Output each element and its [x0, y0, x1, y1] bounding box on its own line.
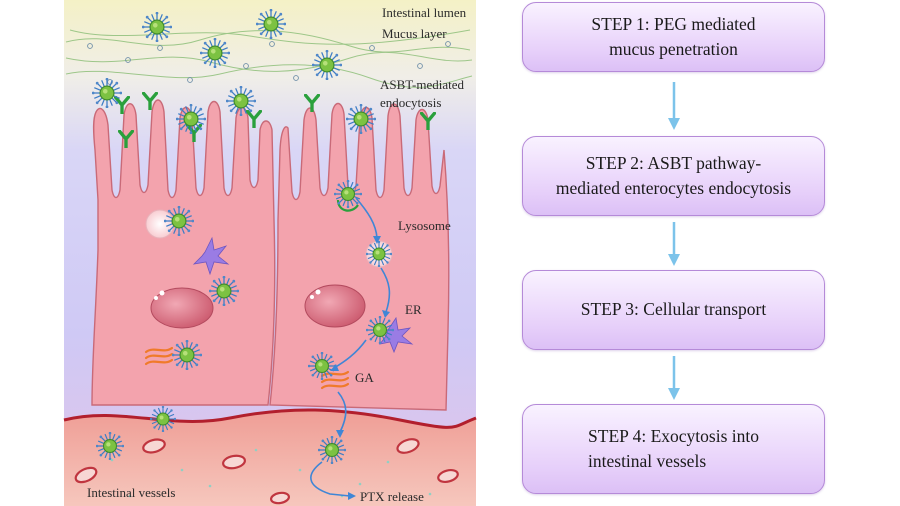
step-2-line2: mediated enterocytes endocytosis — [555, 178, 792, 198]
label-lysosome: Lysosome — [398, 218, 451, 233]
step-1-line2: mucus penetration — [609, 39, 738, 59]
step-1-text: STEP 1: PEG mediated mucus penetration — [581, 12, 765, 63]
step-4-box: STEP 4: Exocytosis into intestinal vesse… — [522, 404, 825, 494]
arrow-step1-to-step2 — [668, 82, 680, 130]
label-asbt-line1: ASBT-mediated — [380, 77, 465, 92]
red-blood-cells — [74, 438, 459, 505]
nucleus-highlights — [154, 289, 321, 300]
step-2-line1: STEP 2: ASBT pathway- — [585, 152, 762, 173]
label-ptx-release: PTX release — [360, 489, 424, 504]
transport-arrowheads — [330, 236, 390, 500]
label-intestinal-vessels: Intestinal vessels — [87, 485, 175, 500]
arrow-step3-to-step4 — [668, 356, 680, 400]
mucus-strands — [65, 29, 473, 88]
step-3-text: STEP 3: Cellular transport — [571, 297, 777, 322]
vessel-region — [64, 409, 476, 506]
step-3-box: STEP 3: Cellular transport — [522, 270, 825, 350]
step-4-line1: STEP 4: Exocytosis into — [588, 425, 759, 446]
label-mucus-layer: Mucus layer — [382, 26, 447, 41]
step-1-box: STEP 1: PEG mediated mucus penetration — [522, 2, 825, 72]
arrow-step2-to-step3 — [668, 222, 680, 266]
step-2-text: STEP 2: ASBT pathway- mediated enterocyt… — [546, 151, 801, 202]
nucleus-right — [304, 284, 366, 328]
step-4-text: STEP 4: Exocytosis into intestinal vesse… — [578, 424, 769, 475]
nucleus-left — [150, 287, 214, 329]
basement-membrane — [63, 408, 477, 429]
label-er: ER — [405, 302, 422, 317]
step-4-line2: intestinal vessels — [588, 451, 707, 471]
step-1-line1: STEP 1: PEG mediated — [591, 13, 756, 34]
step-3-line1: STEP 3: Cellular transport — [580, 299, 767, 320]
label-intestinal-lumen: Intestinal lumen — [382, 5, 467, 20]
enterocyte-left — [91, 99, 276, 406]
step-2-box: STEP 2: ASBT pathway- mediated enterocyt… — [522, 136, 825, 216]
label-ga: GA — [355, 370, 374, 385]
label-asbt-line2: endocytosis — [380, 95, 441, 110]
golgi-icon — [144, 346, 350, 390]
